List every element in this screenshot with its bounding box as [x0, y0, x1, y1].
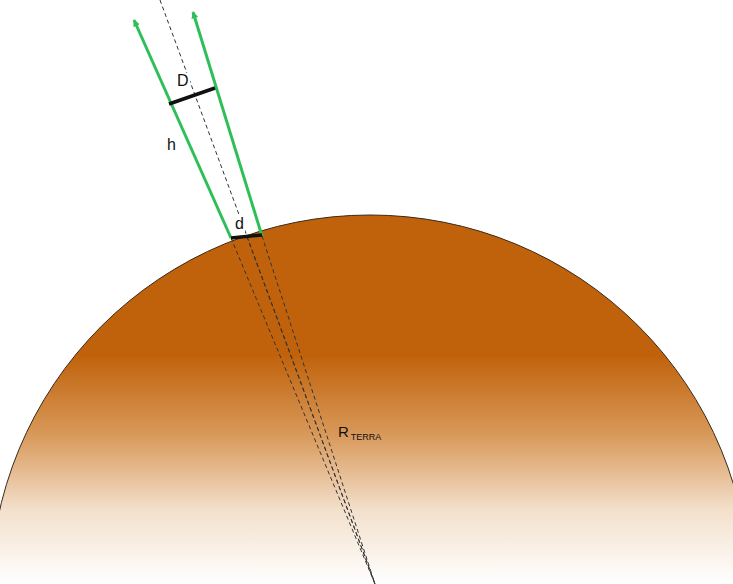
radial-dashes: [160, 0, 375, 584]
radius-label: R: [337, 424, 350, 439]
base-segment: [231, 235, 262, 238]
earth-body: [0, 215, 733, 584]
dimension-label: h: [166, 137, 177, 153]
beam-lines: [134, 12, 262, 238]
radius-subscript: TERRA: [350, 433, 383, 442]
aperture-segment: [169, 88, 215, 104]
dimension-label: D: [176, 73, 190, 89]
dimension-label: d: [234, 216, 245, 232]
